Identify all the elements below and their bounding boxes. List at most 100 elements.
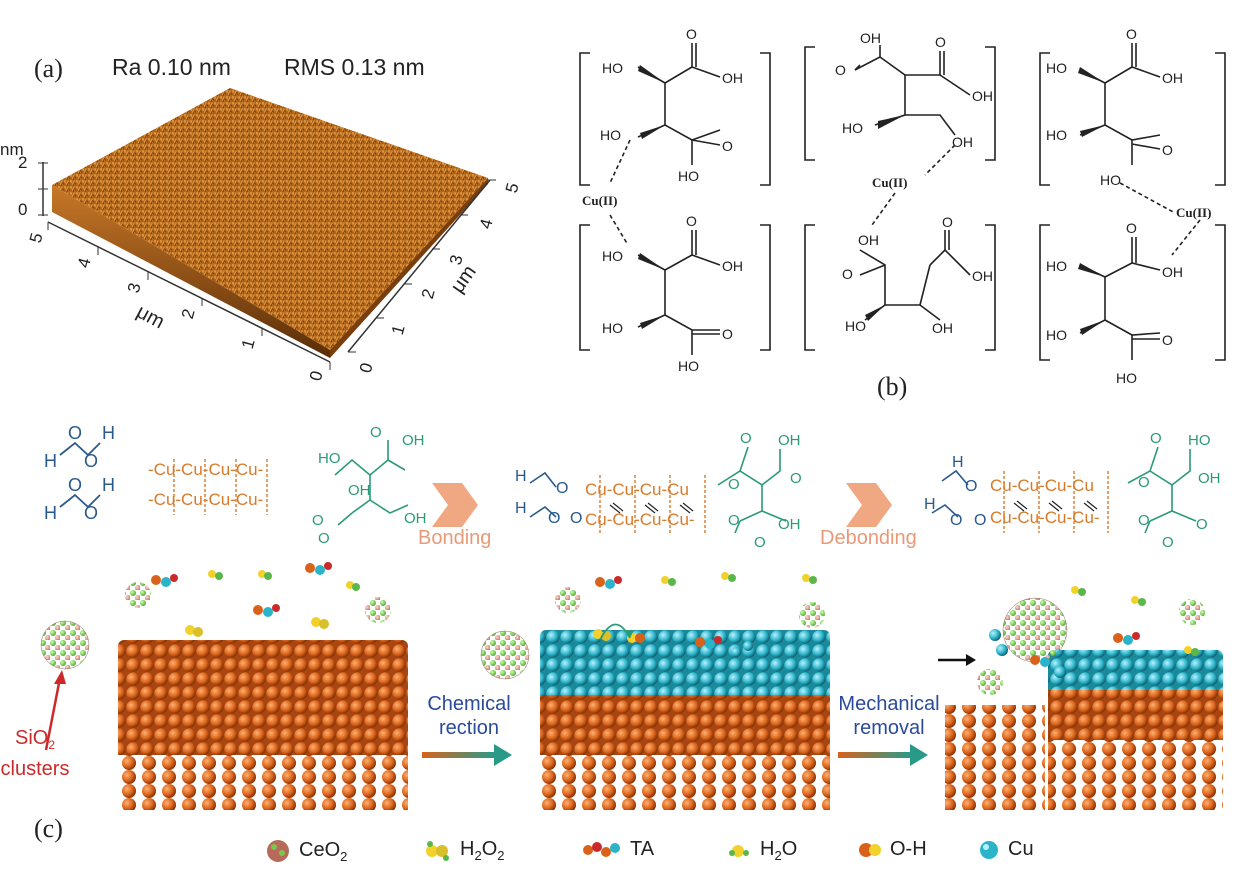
tartaric-acid-complex-diagram: HO HO O OH O HO HO HO O OH O HO OH O O O…	[579, 26, 1226, 386]
atom-oh: OH	[722, 258, 743, 274]
cu-ii-label-1: Cu(II)	[582, 193, 617, 208]
atom-oh: OH	[1162, 264, 1183, 280]
svg-text:O: O	[1196, 516, 1208, 533]
atom-ho: HO	[842, 120, 863, 136]
atom-o: O	[1162, 142, 1173, 158]
atom-oh: OH	[932, 320, 953, 336]
svg-text:Cu-Cu-Cu-Cu-: Cu-Cu-Cu-Cu-	[585, 510, 695, 529]
svg-text:Cu-Cu-Cu-Cu: Cu-Cu-Cu-Cu	[990, 476, 1094, 495]
svg-text:O: O	[728, 512, 740, 529]
atom-ho: HO	[602, 320, 623, 336]
svg-text:O: O	[68, 425, 82, 443]
svg-text:H: H	[952, 454, 964, 471]
atom-oh: OH	[952, 134, 973, 150]
atom-o: O	[942, 214, 953, 230]
legend-h2o2: H2O2	[424, 838, 504, 863]
sio2-clusters-label: SiO2 clusters	[0, 727, 70, 780]
bonding-chevron	[432, 483, 478, 527]
svg-text:O: O	[1138, 474, 1150, 491]
panel-a-label: (a)	[34, 54, 63, 83]
atom-o: O	[686, 213, 697, 229]
svg-text:OH: OH	[348, 482, 371, 499]
svg-text:OH: OH	[778, 516, 801, 533]
svg-text:O: O	[740, 430, 752, 447]
svg-text:O: O	[728, 476, 740, 493]
atom-o: O	[722, 326, 733, 342]
atom-ho: HO	[600, 127, 621, 143]
svg-text:Cu-Cu-Cu-Cu: Cu-Cu-Cu-Cu	[585, 480, 689, 499]
svg-text:O: O	[370, 425, 382, 441]
svg-text:O: O	[318, 530, 330, 547]
panel-c-label: (c)	[34, 814, 63, 843]
sio2-cluster	[1002, 597, 1068, 663]
afm-surface-top	[52, 88, 488, 350]
legend-ta: TA	[582, 838, 654, 861]
svg-text:O: O	[1150, 430, 1162, 447]
atom-ho: HO	[602, 248, 623, 264]
afm-z-unit: nm	[0, 140, 24, 159]
svg-text:H: H	[515, 468, 527, 485]
atom-ho: HO	[1046, 258, 1067, 274]
svg-text:O: O	[965, 478, 977, 495]
svg-text:O: O	[312, 512, 324, 529]
svg-text:H: H	[44, 503, 57, 523]
legend-cu: Cu	[978, 838, 1034, 861]
atom-o: O	[1126, 220, 1137, 236]
panel-b-label: (b)	[877, 372, 908, 401]
svg-text:O: O	[790, 470, 802, 487]
legend-oh: O-H	[858, 838, 927, 861]
atom-oh: OH	[722, 70, 743, 86]
ceo2-cluster	[555, 587, 581, 613]
cu-ii-label-2: Cu(II)	[872, 175, 907, 190]
svg-text:O: O	[570, 510, 582, 527]
cu-atom-icon	[980, 840, 998, 859]
atom-o: O	[1126, 26, 1137, 42]
atom-o: O	[722, 138, 733, 154]
atom-oh: OH	[972, 88, 993, 104]
svg-text:O: O	[1162, 534, 1174, 551]
atom-o: O	[842, 266, 853, 282]
cu-ii-label-3: Cu(II)	[1176, 205, 1211, 220]
ta-molecule-icon	[583, 841, 620, 857]
svg-text:HO: HO	[1188, 432, 1211, 449]
svg-text:H: H	[515, 500, 527, 517]
atom-ho: HO	[1046, 60, 1067, 76]
atom-ho: HO	[1046, 327, 1067, 343]
atom-oh: OH	[972, 268, 993, 284]
atom-o: O	[835, 62, 846, 78]
svg-text:O: O	[84, 451, 98, 471]
afm-rms-value: RMS 0.13 nm	[284, 54, 425, 80]
sio2-cluster	[40, 620, 90, 670]
ceo2-cluster	[1179, 599, 1205, 625]
svg-text:OH: OH	[778, 432, 801, 449]
h2o2-molecule-icon	[426, 840, 449, 861]
atom-ho: HO	[1046, 127, 1067, 143]
svg-text:Cu-Cu-Cu-Cu-: Cu-Cu-Cu-Cu-	[990, 508, 1100, 527]
ceo2-cluster	[799, 602, 825, 628]
atom-ho: HO	[1116, 370, 1137, 386]
bonding-step-label: Bonding	[418, 527, 492, 549]
legend-ceo2: CeO2	[265, 838, 347, 864]
ceo2-cluster	[977, 669, 1003, 695]
afm-surface-edge	[52, 185, 330, 358]
svg-text:H: H	[102, 475, 115, 495]
svg-text:O: O	[84, 503, 98, 523]
svg-text:OH: OH	[1198, 470, 1221, 487]
svg-text:H: H	[44, 451, 57, 471]
svg-text:O: O	[68, 475, 82, 495]
atom-o: O	[935, 34, 946, 50]
legend-h2o: H2O	[728, 838, 797, 863]
svg-text:O: O	[754, 534, 766, 551]
small-molecules	[151, 562, 1199, 678]
svg-text:OH: OH	[404, 510, 427, 527]
svg-text:HO: HO	[318, 450, 341, 467]
atom-ho: HO	[602, 60, 623, 76]
atom-o: O	[686, 26, 697, 42]
atom-o: O	[1162, 332, 1173, 348]
copper-substrate-1	[118, 640, 408, 810]
oh-group-icon	[859, 842, 881, 857]
atom-ho: HO	[845, 318, 866, 334]
